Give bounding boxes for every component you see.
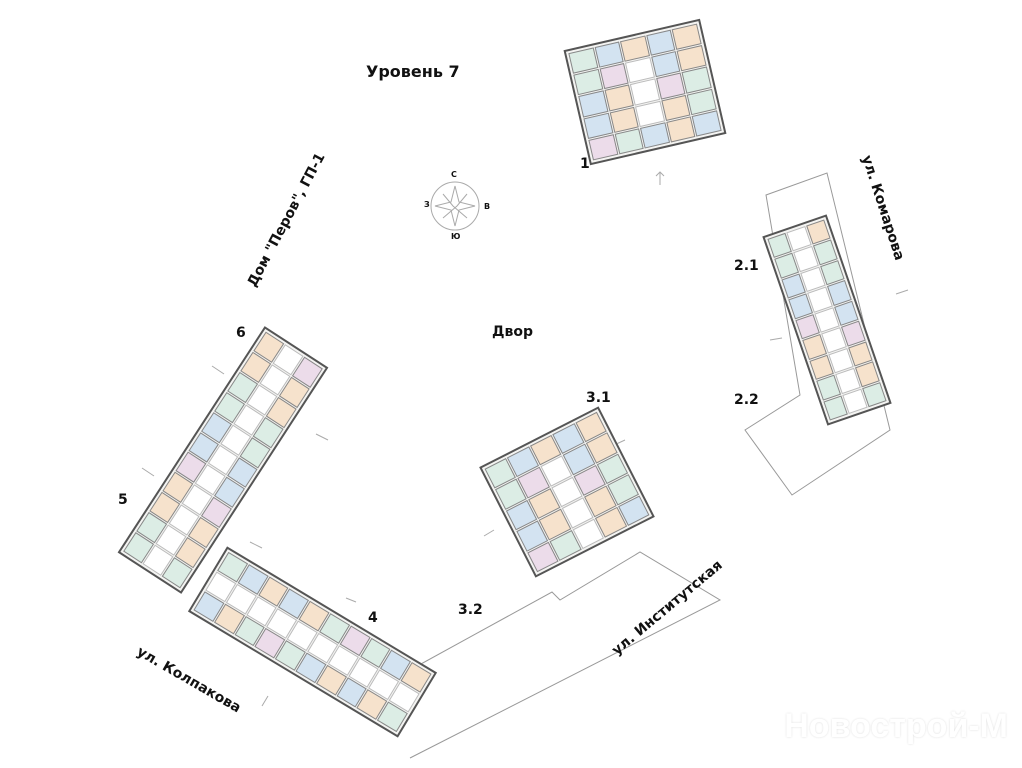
compass-south: Ю <box>451 232 461 241</box>
floor-title: Уровень 7 <box>366 62 460 81</box>
apartment-cell <box>614 128 644 155</box>
section-label-1: 1 <box>580 156 590 172</box>
compass-north: С <box>451 170 457 179</box>
compass-east: В <box>484 202 491 211</box>
compass-rose <box>430 181 480 231</box>
section-3-2-outline <box>409 551 722 759</box>
section-label-2-2: 2.2 <box>734 392 759 408</box>
section-label-5: 5 <box>118 492 128 508</box>
apartment-cell <box>640 122 670 149</box>
courtyard-label: Двор <box>492 324 533 340</box>
section-label-3-1: 3.1 <box>586 390 611 406</box>
section-label-6: 6 <box>236 325 246 341</box>
section-label-4: 4 <box>368 610 378 626</box>
apartment-cell <box>588 134 619 161</box>
section-label-2-1: 2.1 <box>734 258 759 274</box>
entrance-arrows <box>141 171 909 707</box>
section-label-3-2: 3.2 <box>458 602 483 618</box>
apartment-cell <box>691 110 722 137</box>
watermark: Новострой-М <box>784 707 1008 745</box>
section-2-outline <box>744 172 891 496</box>
compass-west: З <box>424 200 430 209</box>
apartment-cell <box>666 116 696 143</box>
